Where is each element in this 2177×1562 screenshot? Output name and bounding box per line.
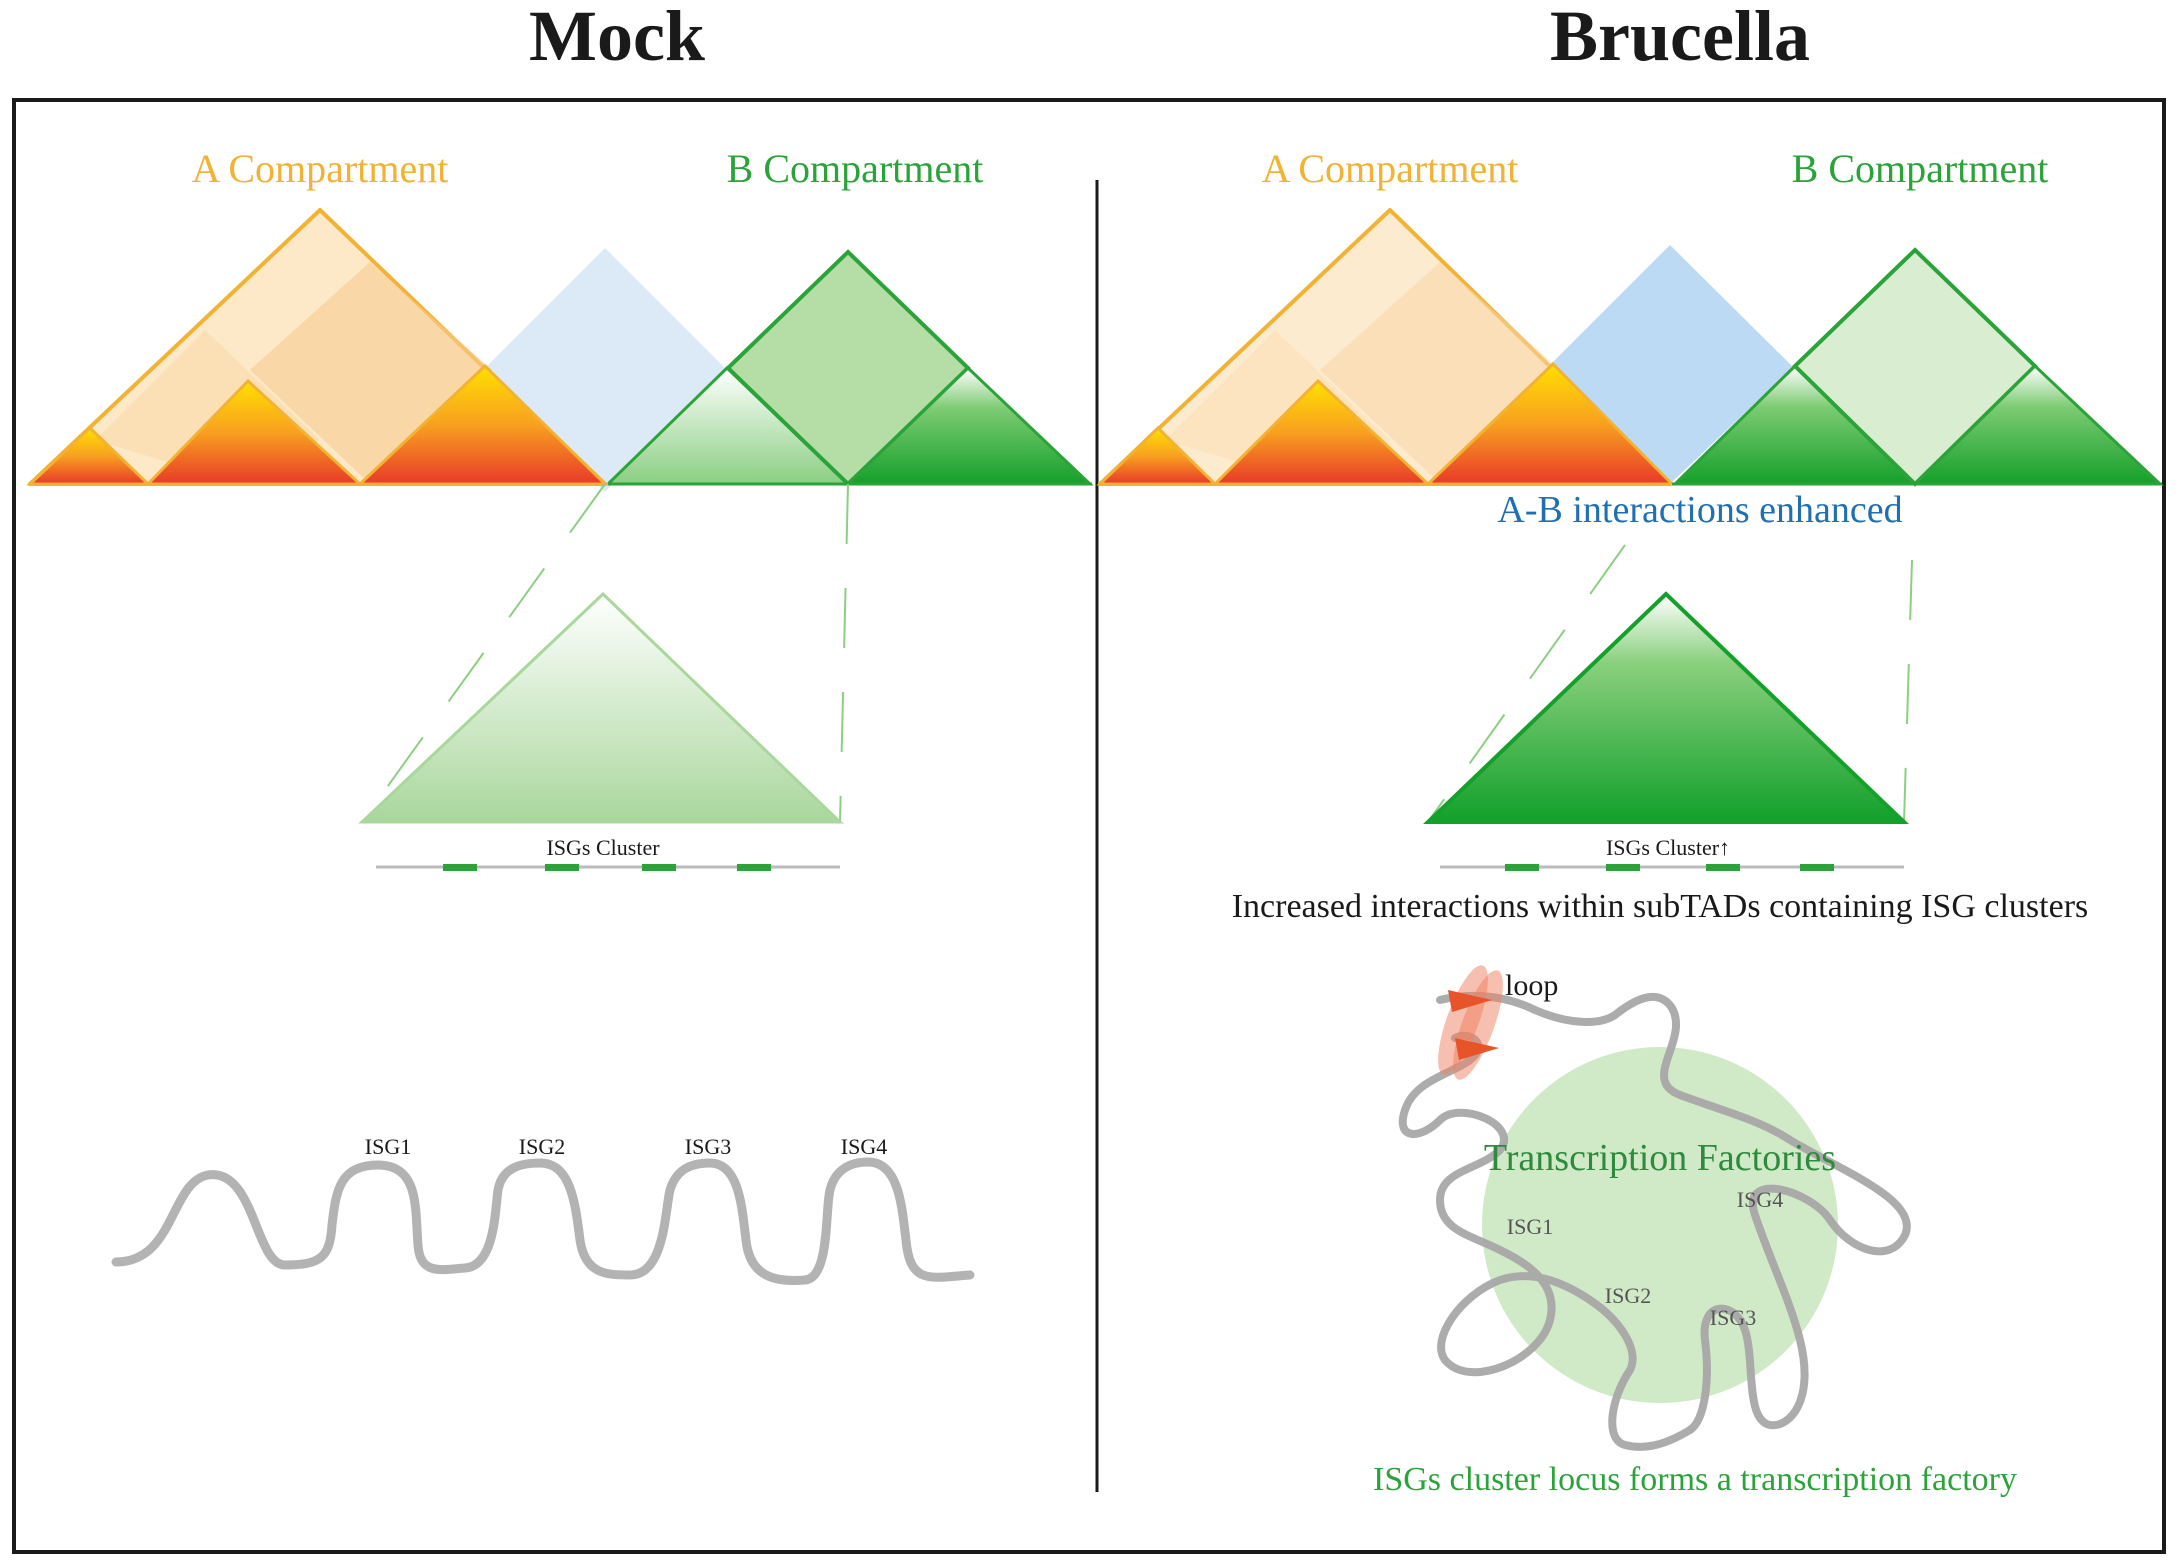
brucella-tad-triangles (1096, 208, 2164, 487)
brucella-a-diamond-right (1320, 262, 1560, 484)
transcription-factory-circle (1482, 1047, 1838, 1403)
mock-gene-mark-2 (545, 864, 579, 871)
ab-interactions-enhanced-label: A-B interactions enhanced (1497, 489, 1902, 531)
mock-isg4-label: ISG4 (841, 1134, 887, 1159)
brucella-isg2-label: ISG2 (1605, 1283, 1651, 1308)
mock-a-compartment-label: A Compartment (192, 146, 449, 191)
brucella-isg4-label: ISG4 (1737, 1187, 1783, 1212)
loop-anchor (1438, 965, 1503, 1080)
mock-chromatin-fiber (111, 1157, 975, 1285)
mock-zoom-line-right (839, 483, 849, 823)
brucella-isg3-label: ISG3 (1710, 1305, 1756, 1330)
mock-zoom-line-left (361, 483, 606, 823)
mock-isg-cluster-label: ISGs Cluster (546, 835, 660, 860)
transcription-factories-label: Transcription Factories (1484, 1137, 1836, 1179)
mock-gene-mark-4 (737, 864, 771, 871)
brucella-gene-mark-4 (1800, 864, 1834, 871)
brucella-gene-mark-3 (1706, 864, 1740, 871)
mock-b-compartment-label: B Compartment (727, 146, 984, 191)
mock-isg1-label: ISG1 (365, 1134, 411, 1159)
mock-gene-mark-3 (642, 864, 676, 871)
looped-chromatin-fiber (1398, 991, 1911, 1451)
loop-label: loop (1505, 969, 1558, 1002)
brucella-isg1-label: ISG1 (1507, 1214, 1553, 1239)
header-brucella: Brucella (1550, 0, 1810, 76)
outer-frame (12, 98, 2166, 1554)
mock-tad-triangles (26, 208, 1094, 492)
brucella-b-compartment-label: B Compartment (1792, 146, 2049, 191)
mock-a-diamond-right (250, 262, 492, 484)
mock-gene-mark-1 (443, 864, 477, 871)
brucella-zoom-line-left (1427, 544, 1626, 823)
brucella-isg-cluster-triangle (1423, 591, 1909, 824)
brucella-panel: A Compartment B Compartment A-B interact… (1096, 146, 2164, 1498)
mock-isg-cluster-triangle (358, 591, 844, 824)
brucella-gene-mark-2 (1606, 864, 1640, 871)
subtad-caption: Increased interactions within subTADs co… (1232, 888, 2089, 925)
brucella-isg-cluster-label: ISGs Cluster↑ (1606, 835, 1730, 860)
brucella-gene-mark-1 (1505, 864, 1539, 871)
mock-isg3-label: ISG3 (685, 1134, 731, 1159)
brucella-a-compartment-label: A Compartment (1262, 146, 1519, 191)
header-mock: Mock (529, 0, 705, 76)
brucella-zoom-line-right (1903, 559, 1913, 823)
mock-isg2-label: ISG2 (519, 1134, 565, 1159)
mock-panel: A Compartment B Compartment ISGs Cl (26, 146, 1094, 1285)
factory-caption: ISGs cluster locus forms a transcription… (1373, 1461, 2017, 1498)
